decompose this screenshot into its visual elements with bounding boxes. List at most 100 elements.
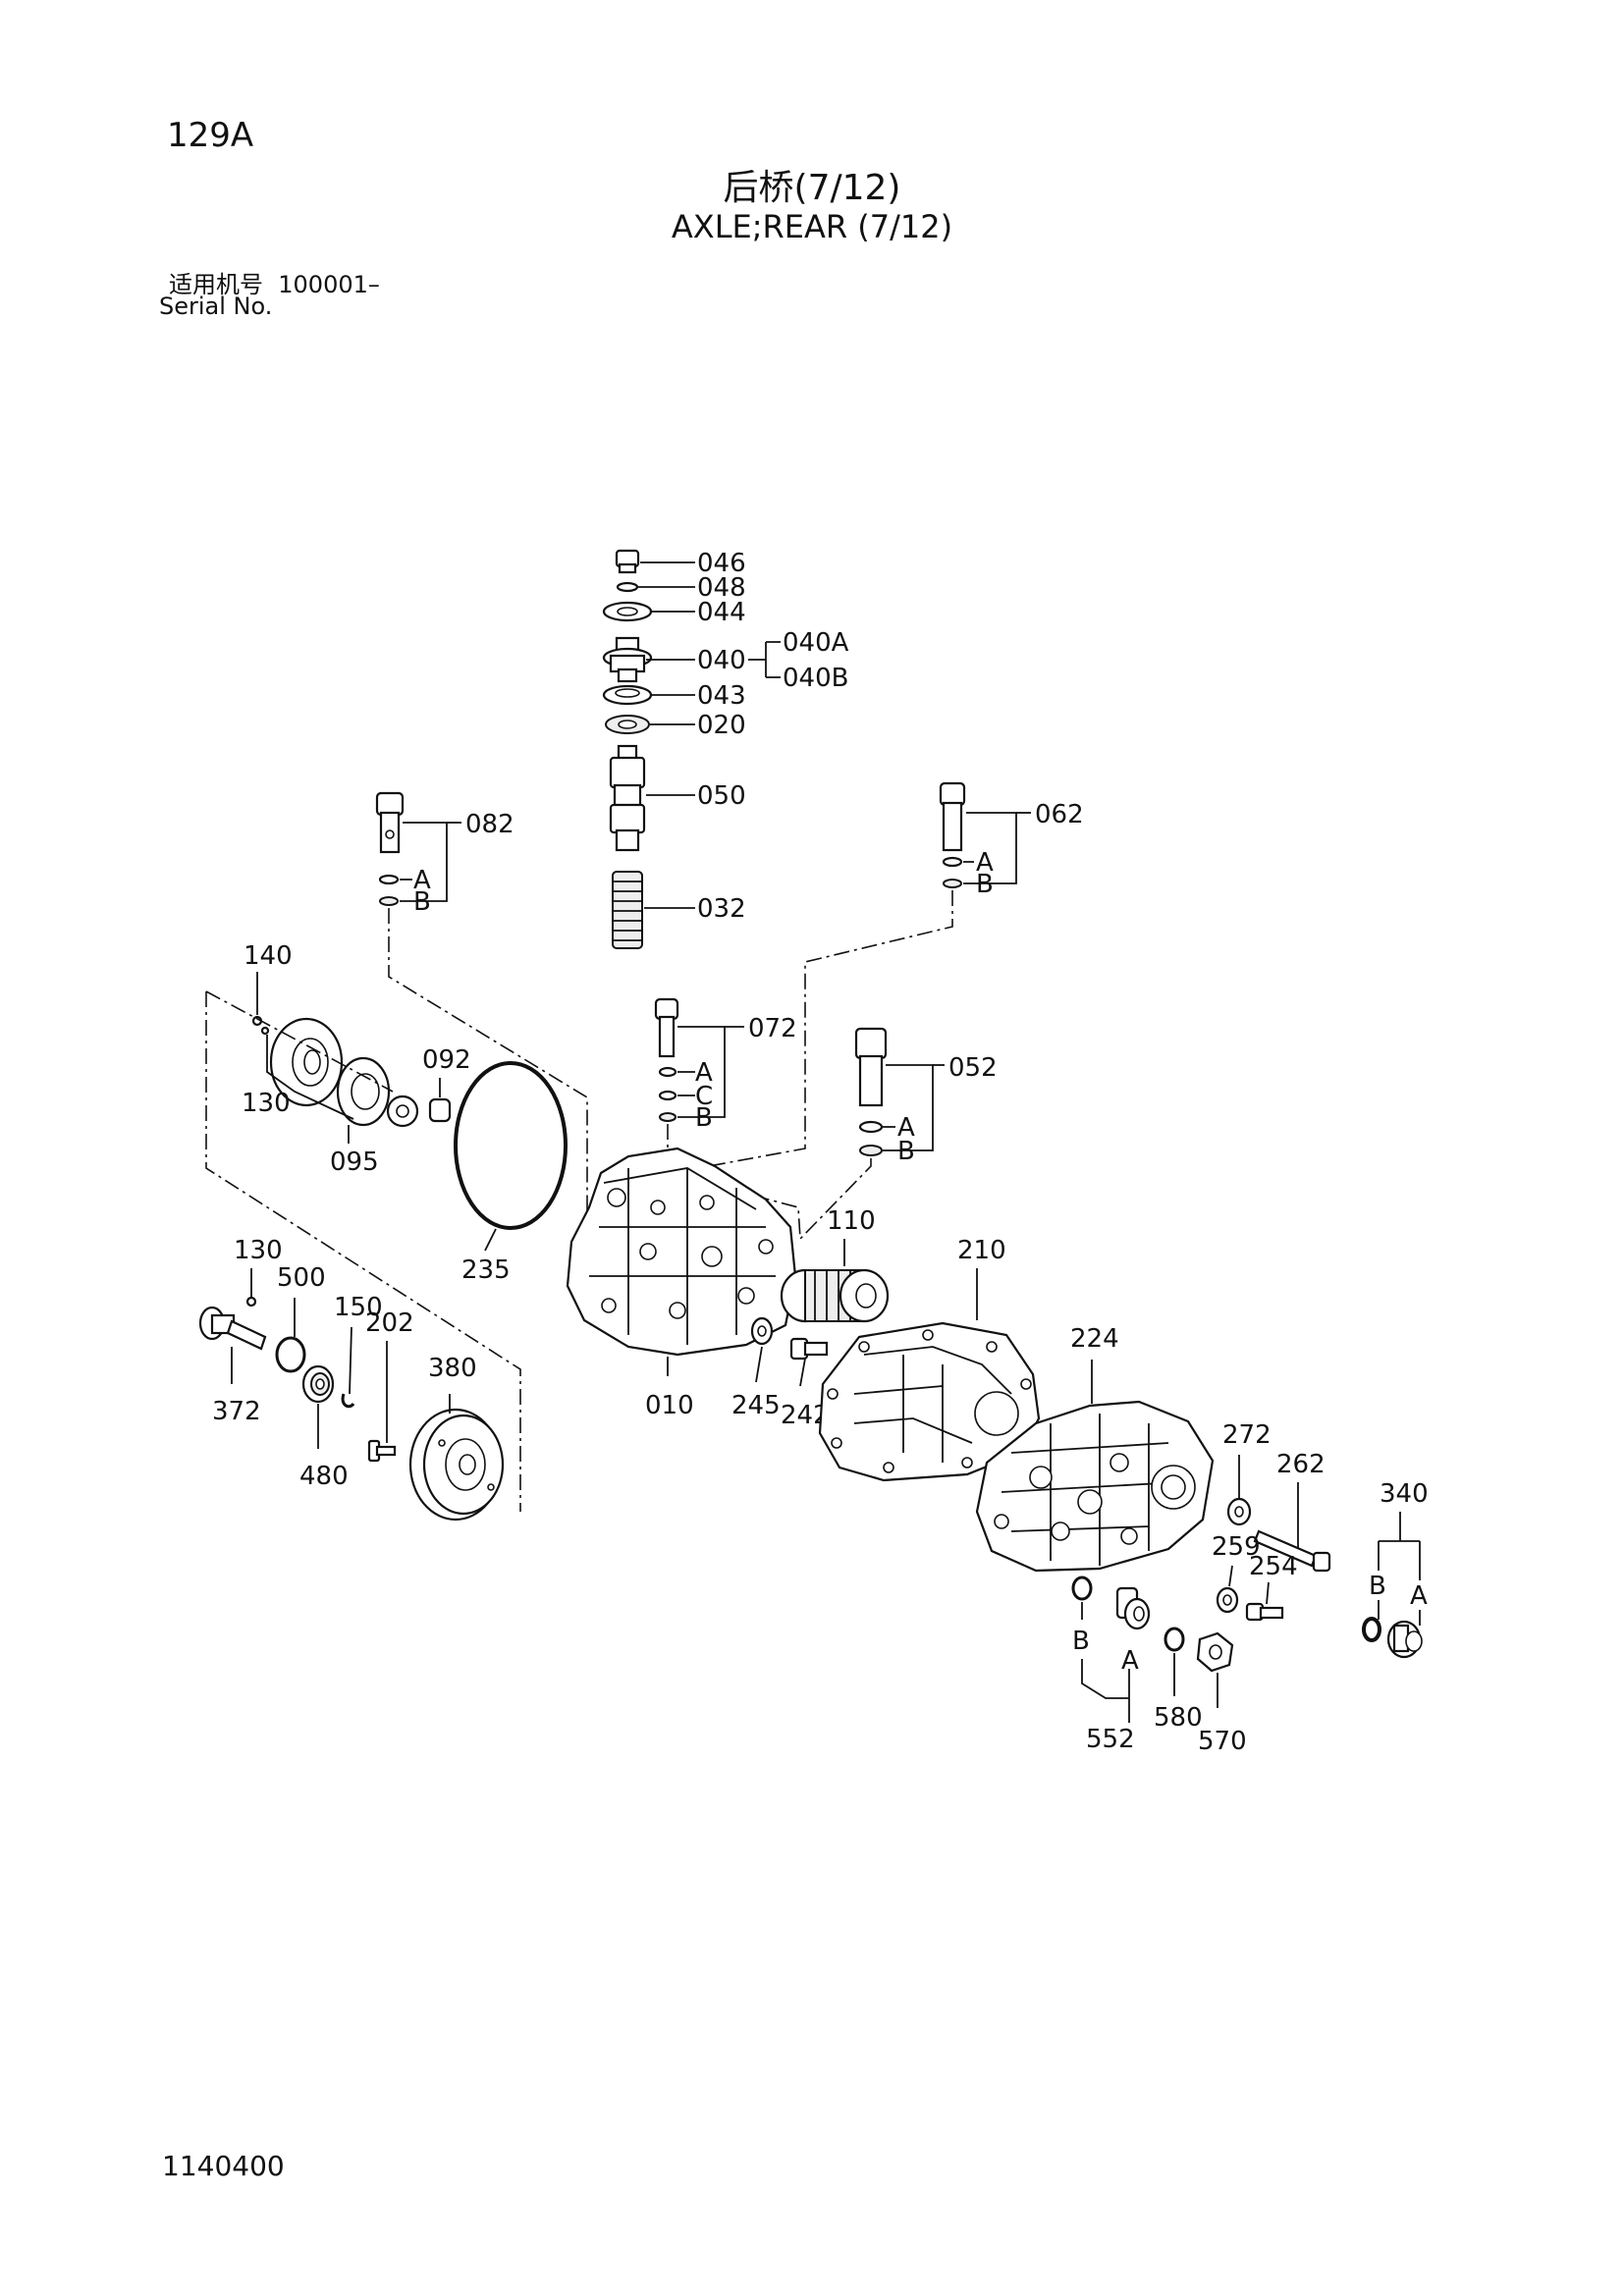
- part-082-plug-group: 082 A B: [375, 791, 588, 1242]
- part-062-plug[interactable]: [939, 781, 966, 852]
- serial-label-cn-text: 适用机号: [169, 271, 263, 298]
- callout-044: 044: [697, 598, 746, 627]
- part-570-nut[interactable]: [1196, 1631, 1234, 1673]
- callout-032: 032: [697, 894, 746, 924]
- part-480-bearing[interactable]: [301, 1364, 335, 1404]
- part-052-oring-b[interactable]: [859, 1145, 883, 1156]
- part-095-rotor[interactable]: [336, 1056, 391, 1127]
- part-043-washer[interactable]: [602, 684, 653, 706]
- callout-052-A: A: [897, 1113, 915, 1143]
- part-032-spring[interactable]: [612, 871, 643, 949]
- part-pump-cover[interactable]: [269, 1017, 344, 1107]
- callout-570: 570: [1198, 1727, 1247, 1756]
- part-235-oring-group: 235: [454, 1061, 568, 1285]
- callout-245: 245: [731, 1391, 781, 1420]
- callout-082-B: B: [413, 887, 431, 917]
- part-372-shaft[interactable]: [198, 1306, 267, 1351]
- part-092-pin[interactable]: [428, 1097, 452, 1123]
- lower-right-parts: 272 262 259 254 340 B: [1071, 1420, 1429, 1756]
- part-245-washer[interactable]: [750, 1316, 774, 1346]
- callout-202: 202: [365, 1308, 414, 1338]
- part-040-valve-seat[interactable]: [602, 636, 653, 683]
- callout-262: 262: [1276, 1450, 1326, 1479]
- callout-072: 072: [748, 1014, 797, 1043]
- callout-010: 010: [645, 1391, 694, 1420]
- callout-552-B: B: [1072, 1627, 1090, 1656]
- part-046-plug[interactable]: [615, 549, 640, 574]
- part-082-oring-a[interactable]: [378, 874, 400, 885]
- callout-046: 046: [697, 549, 746, 578]
- part-062-plug-group: 062 A B: [686, 781, 1084, 1171]
- callout-272: 272: [1222, 1420, 1272, 1450]
- callout-580: 580: [1154, 1703, 1203, 1733]
- callout-552-A: A: [1121, 1646, 1139, 1676]
- callout-020: 020: [697, 711, 746, 740]
- callout-040A: 040A: [783, 628, 849, 658]
- part-050-spool[interactable]: [609, 744, 646, 852]
- part-202-bolt[interactable]: [367, 1439, 397, 1463]
- callout-082-A: A: [413, 866, 431, 895]
- part-052-plug-group: 052 A B: [686, 1027, 998, 1241]
- valve-stack: 046 048 044 040 040A 040B 043: [602, 549, 849, 949]
- part-580-oring[interactable]: [1164, 1627, 1185, 1652]
- part-259-washer[interactable]: [1216, 1586, 1239, 1614]
- part-130-pin-lower[interactable]: [245, 1296, 257, 1308]
- part-340-oring-b[interactable]: [1362, 1617, 1381, 1642]
- callout-210: 210: [957, 1236, 1006, 1265]
- callout-259: 259: [1212, 1532, 1261, 1562]
- part-262-long-bolt[interactable]: [1253, 1529, 1331, 1573]
- callout-050: 050: [697, 781, 746, 811]
- part-072-oring-a[interactable]: [658, 1066, 677, 1078]
- callout-110: 110: [827, 1206, 876, 1236]
- part-254-bolt[interactable]: [1245, 1602, 1284, 1622]
- callout-340-A: A: [1410, 1581, 1428, 1611]
- serial-value: 100001–: [278, 271, 380, 298]
- callout-040: 040: [697, 646, 746, 675]
- part-072-oring-c[interactable]: [658, 1090, 677, 1101]
- callout-130-bottom: 130: [234, 1236, 283, 1265]
- part-052-oring-a[interactable]: [858, 1120, 884, 1134]
- part-inner-gear[interactable]: [386, 1095, 419, 1128]
- callout-340: 340: [1380, 1479, 1429, 1509]
- callout-062-A: A: [976, 848, 994, 878]
- part-020-seal[interactable]: [605, 715, 650, 734]
- callout-052-B: B: [897, 1137, 915, 1166]
- part-552-fitting-a[interactable]: [1115, 1586, 1151, 1630]
- part-340-plug-a[interactable]: [1386, 1620, 1423, 1659]
- part-082-oring-b[interactable]: [379, 896, 399, 906]
- part-235-large-oring[interactable]: [454, 1061, 568, 1230]
- title-english: AXLE;REAR (7/12): [671, 208, 953, 245]
- callout-095: 095: [330, 1148, 379, 1177]
- callout-048: 048: [697, 573, 746, 603]
- callout-480: 480: [299, 1462, 349, 1491]
- page-number: 129A: [167, 116, 254, 155]
- callout-072-B: B: [695, 1103, 713, 1133]
- part-110-filter[interactable]: [780, 1268, 890, 1323]
- callout-552: 552: [1086, 1725, 1135, 1754]
- part-224-cover[interactable]: [975, 1400, 1215, 1573]
- part-500-snap-ring[interactable]: [275, 1336, 306, 1373]
- callout-092: 092: [422, 1045, 471, 1075]
- part-044-washer[interactable]: [602, 601, 653, 622]
- part-380-pump-housing[interactable]: [408, 1408, 505, 1522]
- title-chinese: 后桥(7/12): [723, 168, 901, 208]
- part-010-valve-body[interactable]: [566, 1147, 797, 1357]
- callout-150: 150: [334, 1293, 383, 1322]
- part-072-plug[interactable]: [654, 997, 679, 1058]
- part-062-oring-b[interactable]: [943, 879, 962, 888]
- part-150-clip[interactable]: [341, 1393, 355, 1409]
- part-552-oring-b[interactable]: [1071, 1575, 1093, 1601]
- callout-340-B: B: [1369, 1572, 1386, 1601]
- callout-072-A: A: [695, 1058, 713, 1088]
- part-052-plug[interactable]: [854, 1027, 888, 1107]
- part-082-plug[interactable]: [375, 791, 405, 854]
- callout-130-top: 130: [242, 1089, 291, 1118]
- part-062-oring-a[interactable]: [942, 856, 963, 868]
- part-130-pin[interactable]: [260, 1026, 270, 1036]
- part-048-oring[interactable]: [616, 581, 639, 593]
- part-072-oring-b[interactable]: [659, 1112, 677, 1122]
- callout-082: 082: [465, 810, 514, 839]
- callout-254: 254: [1249, 1552, 1298, 1581]
- part-242-bolt[interactable]: [789, 1337, 829, 1361]
- part-272-washer[interactable]: [1226, 1497, 1252, 1526]
